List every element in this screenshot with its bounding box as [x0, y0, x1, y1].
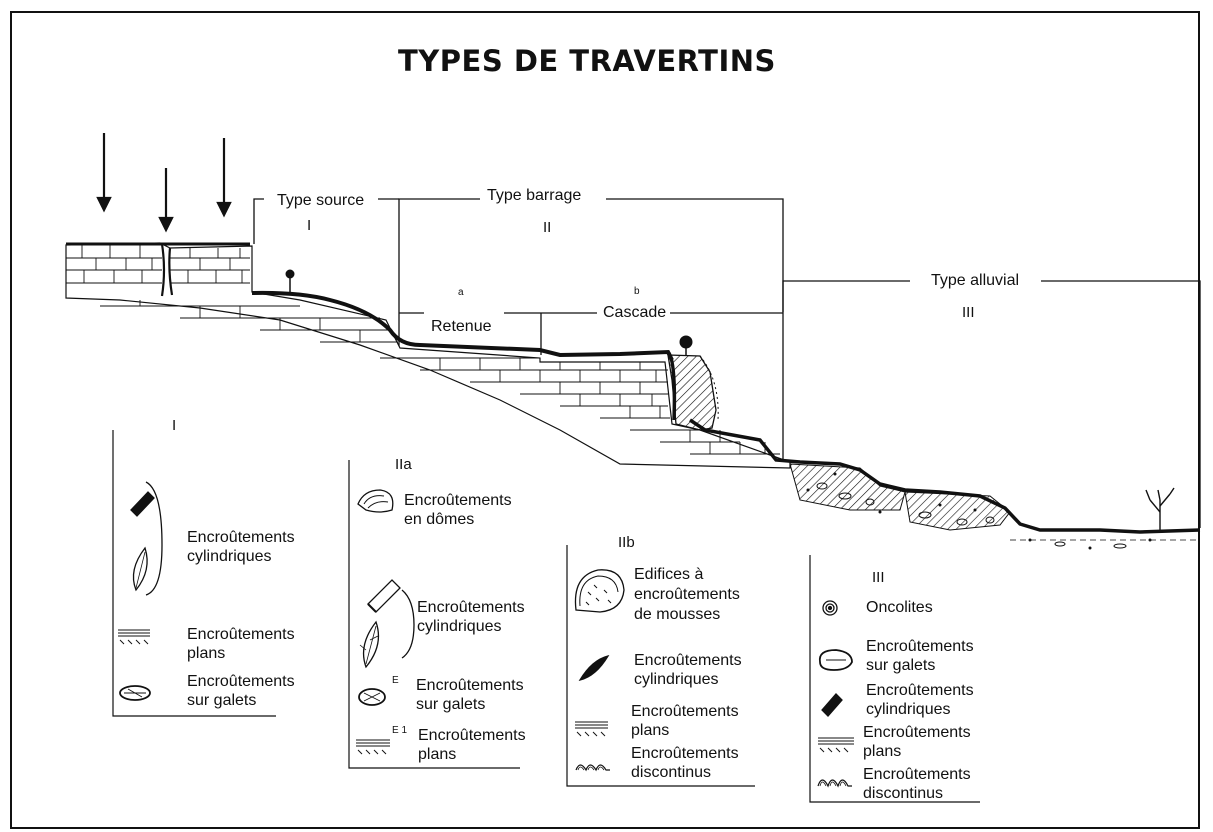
legend-IIb-item-cylindriques: Encroûtements cylindriques	[634, 652, 742, 688]
legend-IIb-item-discontinus: Encroûtements discontinus	[631, 745, 739, 781]
brace-icon	[401, 589, 415, 659]
dome-crust-icon	[357, 489, 394, 513]
legend-I-heading: I	[172, 417, 177, 434]
legend-IIa-item-galets: Encroûtements sur galets	[416, 677, 524, 713]
discontinuous-crust-icon	[817, 779, 852, 788]
legend-IIa-mark-E1: E 1	[392, 725, 408, 736]
legend-IIa-item-cylindriques: Encroûtements cylindriques	[417, 599, 525, 635]
cylinder-icon	[578, 654, 610, 682]
cylinder-icon	[130, 491, 155, 517]
legend-III-symbols	[817, 600, 854, 788]
legend-III-item-cylindriques: Encroûtements cylindriques	[866, 682, 974, 718]
travertine-deposits	[66, 242, 1201, 534]
figure-title: TYPES DE TRAVERTINS	[398, 44, 776, 78]
type-source-numeral: I	[307, 217, 312, 234]
subtype-cascade-label: Cascade	[603, 304, 667, 321]
legend-IIa-item-domes: Encroûtements en dômes	[404, 492, 512, 528]
legend-IIb-item-mousses: Edifices à encroûtements de mousses	[634, 566, 740, 623]
cascade-edifice	[667, 354, 719, 431]
tree-icons	[285, 269, 1175, 530]
subtype-b-letter: b	[634, 286, 640, 297]
cylinder-icon	[367, 579, 401, 613]
brace-icon	[145, 481, 163, 596]
legend-I-item-cylindriques: Encroûtements cylindriques	[187, 529, 295, 565]
legend-IIa-symbols	[356, 489, 415, 755]
legend-III-item-galets: Encroûtements sur galets	[866, 638, 974, 674]
legend-IIb-symbols	[574, 569, 625, 772]
legend-I-item-galets: Encroûtements sur galets	[187, 673, 295, 709]
leaf-icon	[132, 546, 148, 592]
planar-crust-icon	[356, 739, 390, 755]
subtype-a-letter: a	[458, 287, 464, 298]
planar-crust-icon	[118, 629, 150, 645]
infiltration-arrows	[96, 133, 232, 233]
type-barrage-numeral: II	[543, 219, 552, 236]
subtype-retenue-label: Retenue	[431, 318, 492, 335]
legend-III-item-oncolites: Oncolites	[866, 599, 933, 616]
type-barrage-label: Type barrage	[487, 187, 582, 204]
legend-IIb-item-plans: Encroûtements plans	[631, 703, 739, 739]
legend-III-heading: III	[872, 569, 885, 586]
oncolite-icon	[822, 600, 838, 616]
figure-frame	[10, 11, 1200, 829]
type-alluvial-label: Type alluvial	[931, 272, 1020, 289]
alluvial-deposits	[789, 463, 1200, 550]
legend-I-symbols	[118, 481, 163, 701]
type-source-label: Type source	[277, 192, 365, 209]
type-brackets	[253, 198, 1201, 528]
discontinuous-crust-icon	[575, 764, 610, 772]
moss-edifice-icon	[574, 569, 625, 613]
legend-I-item-plans: Encroûtements plans	[187, 626, 295, 662]
legend-III-item-discontinus: Encroûtements discontinus	[863, 766, 971, 802]
type-alluvial-numeral: III	[962, 304, 975, 321]
legend-IIb-heading: IIb	[618, 534, 635, 551]
leaf-icon	[359, 620, 380, 669]
legend-frames	[112, 430, 980, 803]
pebble-crust-icon	[358, 688, 386, 706]
legend-IIa-item-plans: Encroûtements plans	[418, 727, 526, 763]
cylinder-icon	[821, 693, 843, 717]
pebble-crust-icon	[818, 649, 853, 671]
planar-crust-icon	[575, 721, 608, 737]
pebble-crust-icon	[119, 685, 151, 701]
legend-IIa-heading: IIa	[395, 456, 412, 473]
legend-III-item-plans: Encroûtements plans	[863, 724, 971, 760]
planar-crust-icon	[818, 737, 854, 753]
legend-IIa-mark-E: E	[392, 675, 399, 686]
